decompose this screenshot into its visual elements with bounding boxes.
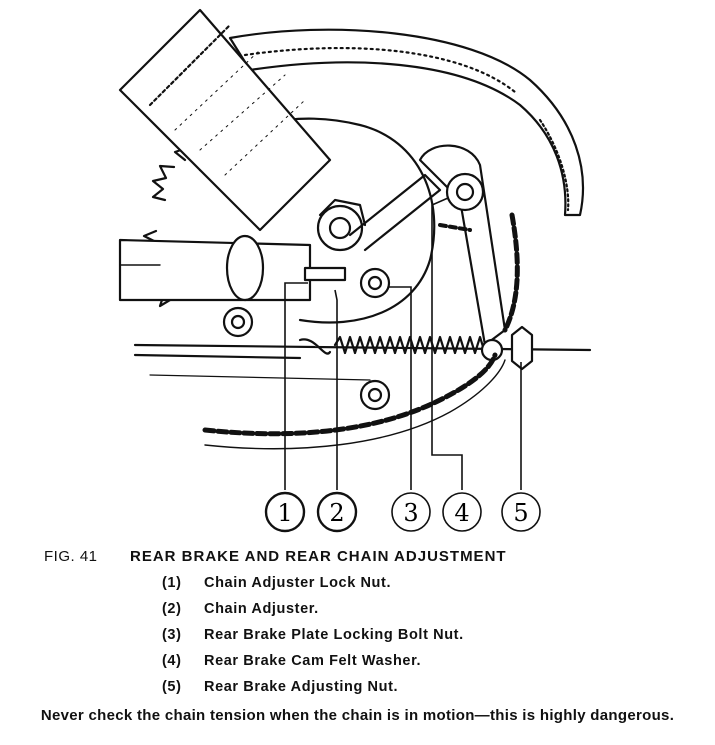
parts-legend: (1) Chain Adjuster Lock Nut. (2) Chain A… [162, 575, 464, 705]
mudguard [228, 28, 584, 217]
chain-adjuster-bolt [303, 266, 347, 282]
legend-number: (5) [162, 679, 182, 695]
svg-text:4: 4 [454, 499, 469, 527]
legend-number: (3) [162, 627, 182, 643]
swinging-arm [118, 8, 332, 232]
rear-axle [118, 238, 312, 302]
legend-item: (2) Chain Adjuster. [162, 601, 464, 627]
chain-upper [502, 212, 520, 333]
callout-5: 5 [501, 492, 541, 532]
brake-spring [333, 335, 487, 355]
chain-lower [202, 352, 498, 437]
callout-4: 4 [442, 492, 482, 532]
adjusting-nut [510, 325, 534, 371]
legend-number: (4) [162, 653, 182, 669]
legend-item: (1) Chain Adjuster Lock Nut. [162, 575, 464, 601]
svg-text:3: 3 [403, 499, 418, 527]
callout-markers: 1 2 3 4 5 [264, 491, 541, 533]
callout-3: 3 [391, 492, 431, 532]
legend-item: (5) Rear Brake Adjusting Nut. [162, 679, 464, 705]
legend-number: (1) [162, 575, 182, 591]
legend-text: Rear Brake Plate Locking Bolt Nut. [204, 627, 464, 643]
legend-text: Rear Brake Cam Felt Washer. [204, 653, 422, 669]
legend-item: (4) Rear Brake Cam Felt Washer. [162, 653, 464, 679]
legend-number: (2) [162, 601, 182, 617]
callout-2: 2 [316, 491, 358, 533]
svg-text:1: 1 [277, 499, 292, 527]
svg-text:2: 2 [329, 499, 344, 527]
svg-text:5: 5 [513, 499, 528, 527]
legend-text: Rear Brake Adjusting Nut. [204, 679, 399, 695]
legend-item: (3) Rear Brake Plate Locking Bolt Nut. [162, 627, 464, 653]
legend-text: Chain Adjuster Lock Nut. [204, 575, 392, 591]
figure-number: FIG. 41 [44, 548, 98, 565]
rear-wheel-illustration: 1 2 3 4 5 [118, 8, 592, 533]
safety-warning: Never check the chain tension when the c… [40, 707, 675, 724]
callout-1: 1 [264, 491, 306, 533]
legend-text: Chain Adjuster. [204, 601, 319, 617]
figure-title: REAR BRAKE AND REAR CHAIN ADJUSTMENT [130, 548, 507, 565]
